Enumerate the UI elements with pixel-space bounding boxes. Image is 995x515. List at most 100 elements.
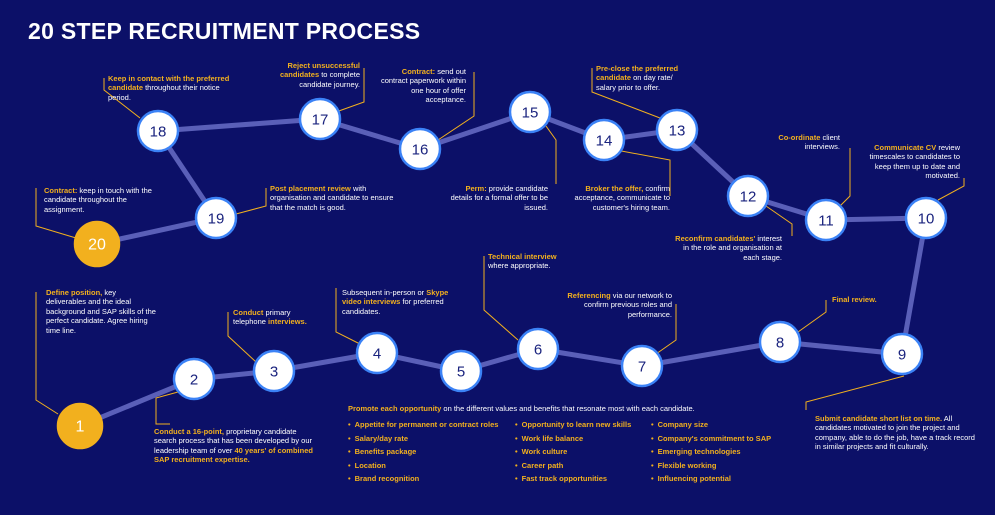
step-6-note: Technical interview where appropriate. bbox=[488, 252, 557, 271]
leader-line bbox=[155, 391, 179, 425]
step-number: 13 bbox=[669, 123, 686, 140]
step-number: 4 bbox=[373, 346, 381, 363]
promotion-item: Brand recognition bbox=[348, 474, 498, 488]
promotion-item: Location bbox=[348, 461, 498, 475]
step-10-note: Communicate CV review timescales to cand… bbox=[869, 143, 960, 181]
promotion-item: Influencing potential bbox=[651, 474, 771, 488]
step-1-note: Define position, key deliverables and th… bbox=[46, 288, 156, 335]
step-node-4: 4 bbox=[355, 331, 399, 375]
step-circle bbox=[172, 357, 216, 401]
step-number: 15 bbox=[522, 105, 539, 122]
step-number: 6 bbox=[534, 342, 542, 359]
promotion-item: Fast track opportunities bbox=[515, 474, 631, 488]
step-node-6: 6 bbox=[516, 327, 560, 371]
step-16-note: Contract: send out contract paperwork wi… bbox=[380, 67, 466, 105]
promotion-item: Flexible working bbox=[651, 461, 771, 475]
step-9-note: Submit candidate short list on time. All… bbox=[815, 414, 975, 452]
step-circle bbox=[439, 349, 483, 393]
step-number: 10 bbox=[918, 211, 935, 228]
step-circle bbox=[398, 127, 442, 171]
step-number: 17 bbox=[312, 112, 329, 129]
step-3-note: Conduct primary telephone interviews. bbox=[233, 308, 307, 327]
step-circle bbox=[582, 118, 626, 162]
step-node-3: 3 bbox=[252, 349, 296, 393]
promotion-item: Emerging technologies bbox=[651, 447, 771, 461]
step-number: 12 bbox=[740, 189, 757, 206]
leader-line bbox=[615, 149, 671, 196]
step-node-2: 2 bbox=[172, 357, 216, 401]
step-number: 18 bbox=[150, 124, 167, 141]
leader-line bbox=[765, 205, 793, 236]
leader-line bbox=[797, 300, 827, 333]
step-node-10: 10 bbox=[904, 196, 948, 240]
step-15-note: Perm: provide candidate details for a fo… bbox=[450, 184, 548, 212]
step-number: 9 bbox=[898, 347, 906, 364]
promotion-column-1: Appetite for permanent or contract roles… bbox=[348, 420, 499, 488]
leader-line bbox=[437, 72, 475, 141]
promotion-item: Career path bbox=[515, 461, 631, 475]
step-node-5: 5 bbox=[439, 349, 483, 393]
leader-line bbox=[35, 292, 59, 415]
step-number: 3 bbox=[270, 364, 278, 381]
step-number: 16 bbox=[412, 142, 429, 159]
step-number: 19 bbox=[208, 211, 225, 228]
step-circle bbox=[726, 174, 770, 218]
step-circle bbox=[516, 327, 560, 371]
step-4-note: Subsequent in-person or Skype video inte… bbox=[342, 288, 449, 316]
step-number: 1 bbox=[76, 419, 85, 436]
step-number: 8 bbox=[776, 335, 784, 352]
step-circle bbox=[136, 109, 180, 153]
step-12-note: Reconfirm candidates' interest in the ro… bbox=[675, 234, 782, 262]
step-node-9: 9 bbox=[880, 332, 924, 376]
step-node-20: 20 bbox=[73, 220, 121, 268]
promotion-item: Company's commitment to SAP bbox=[651, 434, 771, 448]
step-node-1: 1 bbox=[56, 402, 104, 450]
step-number: 14 bbox=[596, 133, 613, 150]
step-circle bbox=[620, 344, 664, 388]
leader-line bbox=[655, 304, 677, 355]
leader-line bbox=[483, 256, 519, 341]
step-node-14: 14 bbox=[582, 118, 626, 162]
step-node-13: 13 bbox=[655, 108, 699, 152]
step-circle bbox=[194, 196, 238, 240]
promotion-heading: Promote each opportunity on the differen… bbox=[348, 404, 695, 413]
step-17-note: Reject unsuccessful candidates to comple… bbox=[279, 61, 360, 89]
leader-line bbox=[839, 148, 851, 207]
step-number: 20 bbox=[88, 237, 106, 254]
promotion-column-3: Company size Company's commitment to SAP… bbox=[651, 420, 771, 488]
leader-line bbox=[937, 178, 965, 201]
step-node-16: 16 bbox=[398, 127, 442, 171]
leader-line bbox=[335, 288, 361, 345]
promotion-item: Company size bbox=[651, 420, 771, 434]
page-title: 20 STEP RECRUITMENT PROCESS bbox=[28, 18, 421, 44]
step-circle bbox=[355, 331, 399, 375]
promotion-item: Benefits package bbox=[348, 447, 498, 461]
promotion-item: Work life balance bbox=[515, 434, 631, 448]
step-circle bbox=[298, 97, 342, 141]
step-circle bbox=[56, 402, 104, 450]
step-number: 11 bbox=[818, 213, 834, 230]
promotion-item: Opportunity to learn new skills bbox=[515, 420, 632, 434]
leader-line bbox=[335, 68, 365, 113]
step-circle bbox=[758, 320, 802, 364]
leader-line bbox=[805, 375, 905, 410]
step-circle bbox=[904, 196, 948, 240]
step-node-15: 15 bbox=[508, 90, 552, 134]
step-circle bbox=[252, 349, 296, 393]
step-node-19: 19 bbox=[194, 196, 238, 240]
step-number: 5 bbox=[457, 364, 465, 381]
leader-line bbox=[35, 188, 77, 239]
step-19-note: Post placement review with organisation … bbox=[270, 184, 394, 212]
step-node-18: 18 bbox=[136, 109, 180, 153]
step-circle bbox=[655, 108, 699, 152]
promotion-column-2: Opportunity to learn new skills Work lif… bbox=[515, 420, 632, 488]
leader-lines bbox=[35, 68, 965, 425]
promotion-block: Promote each opportunity on the differen… bbox=[348, 404, 778, 483]
step-11-note: Co-ordinate client interviews. bbox=[778, 133, 840, 152]
step-20-note: Contract: keep in touch with the candida… bbox=[44, 186, 152, 214]
step-13-note: Pre-close the preferred candidate on day… bbox=[596, 64, 679, 92]
leader-line bbox=[591, 68, 661, 119]
step-circle bbox=[804, 198, 848, 242]
